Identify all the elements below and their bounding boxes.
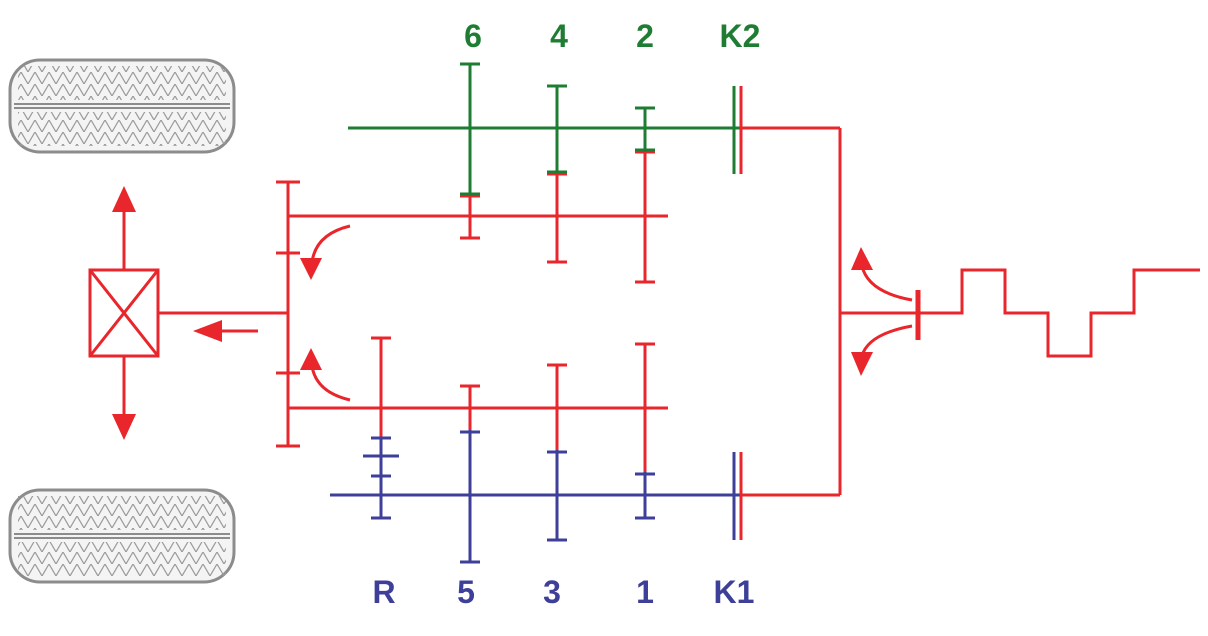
clutch-assembly — [739, 86, 921, 540]
output-shaft — [276, 180, 668, 448]
wheel-arrows — [112, 186, 258, 440]
clutch-label-k2: K2 — [720, 18, 761, 54]
tire-bottom — [8, 488, 236, 584]
tire-top — [8, 58, 236, 154]
gear-label-3: 3 — [543, 574, 561, 610]
gear-label-4: 4 — [550, 18, 568, 54]
even-gear-labels: 6 4 2 K2 — [464, 18, 760, 54]
flow-arrows-clutch — [851, 247, 913, 376]
lower-countershaft-gears — [371, 336, 655, 472]
flow-arrows-output — [300, 224, 351, 402]
gear-label-r: R — [372, 574, 395, 610]
gear-label-2: 2 — [636, 18, 654, 54]
gear-label-6: 6 — [464, 18, 482, 54]
odd-gear-input-shaft — [330, 430, 740, 564]
clutch-label-k1: K1 — [714, 574, 755, 610]
gear-label-1: 1 — [636, 574, 654, 610]
odd-gear-labels: R 5 3 1 K1 — [372, 574, 754, 610]
even-gear-input-shaft — [348, 62, 740, 196]
differential — [88, 268, 288, 358]
gear-label-5: 5 — [457, 574, 475, 610]
engine-crankshaft — [918, 268, 1200, 358]
